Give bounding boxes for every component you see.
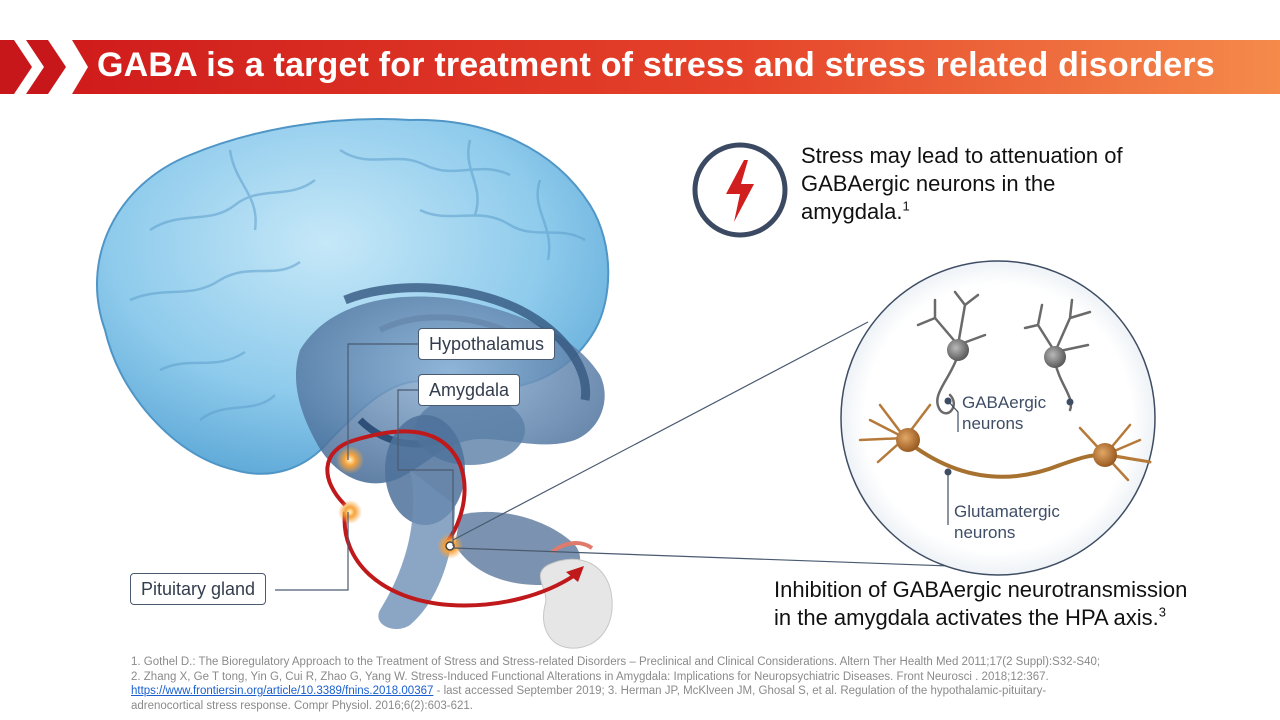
inhibition-reference-marker: 3 (1158, 604, 1167, 620)
stress-line-3: amygdala.1 (801, 198, 1123, 226)
reference-line-1: 1. Gothel D.: The Bioregulatory Approach… (131, 656, 1101, 668)
lightning-bolt-icon (692, 142, 788, 238)
inhibition-statement: Inhibition of GABAergic neurotransmissio… (774, 576, 1187, 632)
chevron-right-icon (0, 40, 32, 94)
references: 1. Gothel D.: The Bioregulatory Approach… (131, 655, 1231, 713)
reference-link[interactable]: https://www.frontiersin.org/article/10.3… (131, 685, 434, 697)
gabaergic-neurons-label: GABAergic neurons (962, 392, 1046, 434)
stress-statement: Stress may lead to attenuation of GABAer… (801, 142, 1123, 226)
title-banner: GABA is a target for treatment of stress… (0, 40, 1280, 94)
hypothalamus-label: Hypothalamus (418, 328, 556, 360)
hpa-axis-arrows (325, 429, 577, 608)
amygdala-label: Amygdala (418, 374, 521, 406)
adrenal-cortex (550, 541, 594, 554)
inhibition-line-1: Inhibition of GABAergic neurotransmissio… (774, 577, 1188, 602)
chevron-right-icon (26, 40, 66, 94)
pituitary-glow (338, 500, 362, 524)
stress-reference-marker: 1 (902, 198, 910, 214)
pituitary-gland-label: Pituitary gland (130, 573, 267, 605)
gabaergic-label-line1: GABAergic (962, 393, 1047, 412)
reference-line-3: https://www.frontiersin.org/article/10.3… (131, 684, 1231, 699)
stress-line-3-text: amygdala. (801, 199, 903, 224)
slide-title: GABA is a target for treatment of stress… (97, 46, 1215, 84)
inhibition-line-2: in the amygdala activates the HPA axis.3 (774, 604, 1187, 632)
leader-lines (275, 321, 1006, 591)
reference-line-3-text: - last accessed September 2019; 3. Herma… (433, 685, 1047, 697)
inhibition-line-2-text: in the amygdala activates the HPA axis. (774, 605, 1159, 630)
reference-line-4: adrenocortical stress response. Compr Ph… (131, 699, 473, 712)
banner-background (0, 40, 1280, 94)
stress-line-1: Stress may lead to attenuation of (801, 143, 1123, 168)
adrenal-gland (539, 558, 613, 649)
arrow-head (566, 566, 584, 582)
glutamatergic-label-line2: neurons (954, 523, 1016, 542)
stress-line-2: GABAergic neurons in the (801, 171, 1056, 196)
gabaergic-label-line2: neurons (962, 414, 1024, 433)
hypothalamus-glow (336, 446, 364, 474)
glutamatergic-neurons-label: Glutamatergic neurons (954, 501, 1060, 543)
reference-line-2: 2. Zhang X, Ge T tong, Yin G, Cui R, Zha… (131, 670, 1049, 683)
neuron-magnification (840, 260, 1156, 576)
glutamatergic-label-line1: Glutamatergic (954, 502, 1060, 521)
